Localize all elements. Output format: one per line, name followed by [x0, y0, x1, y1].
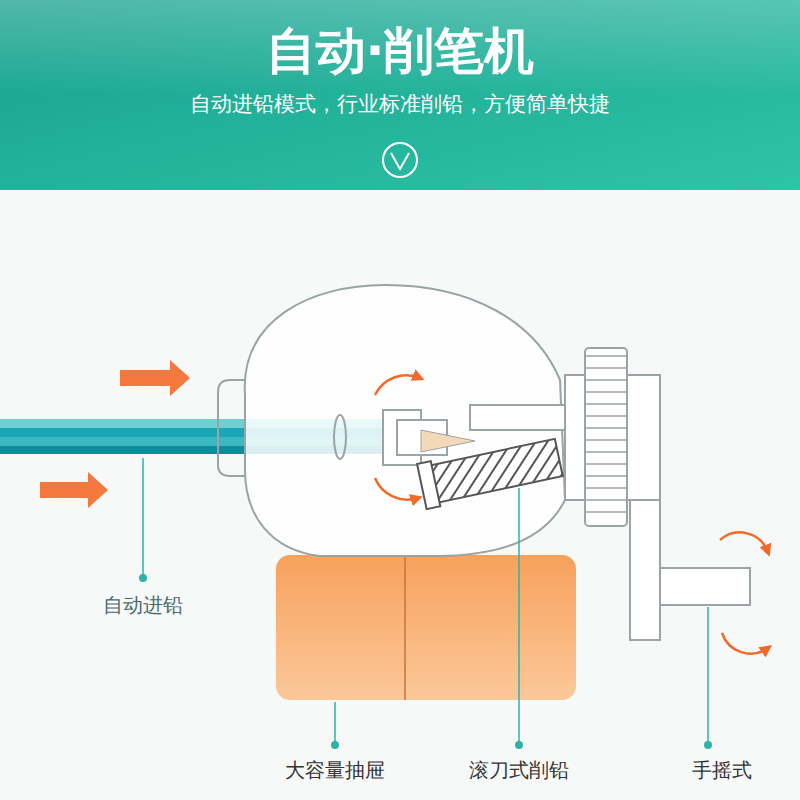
drawer-divider — [404, 555, 406, 700]
feed-arrows — [40, 360, 190, 508]
part-label: 滚刀式削铅 — [469, 757, 569, 784]
gear-teeth — [585, 356, 627, 512]
roller-cutter — [417, 435, 564, 509]
part-label: 大容量抽屉 — [285, 757, 385, 784]
subtitle: 自动进铅模式，行业标准削铅，方便简单快捷 — [190, 90, 610, 118]
down-icon — [383, 143, 417, 177]
part-label: 自动进铅 — [103, 592, 183, 619]
part-label: 手摇式 — [692, 757, 752, 784]
leader-lines — [139, 458, 712, 749]
down-chevron — [391, 153, 409, 169]
rotation-arrows — [375, 375, 768, 653]
header-shine — [0, 0, 800, 190]
pencil-tip — [421, 430, 475, 452]
sharpener-body — [218, 285, 750, 640]
drawer — [276, 555, 576, 700]
page-title: 自动·削笔机 — [266, 18, 535, 85]
header-band — [0, 0, 800, 190]
